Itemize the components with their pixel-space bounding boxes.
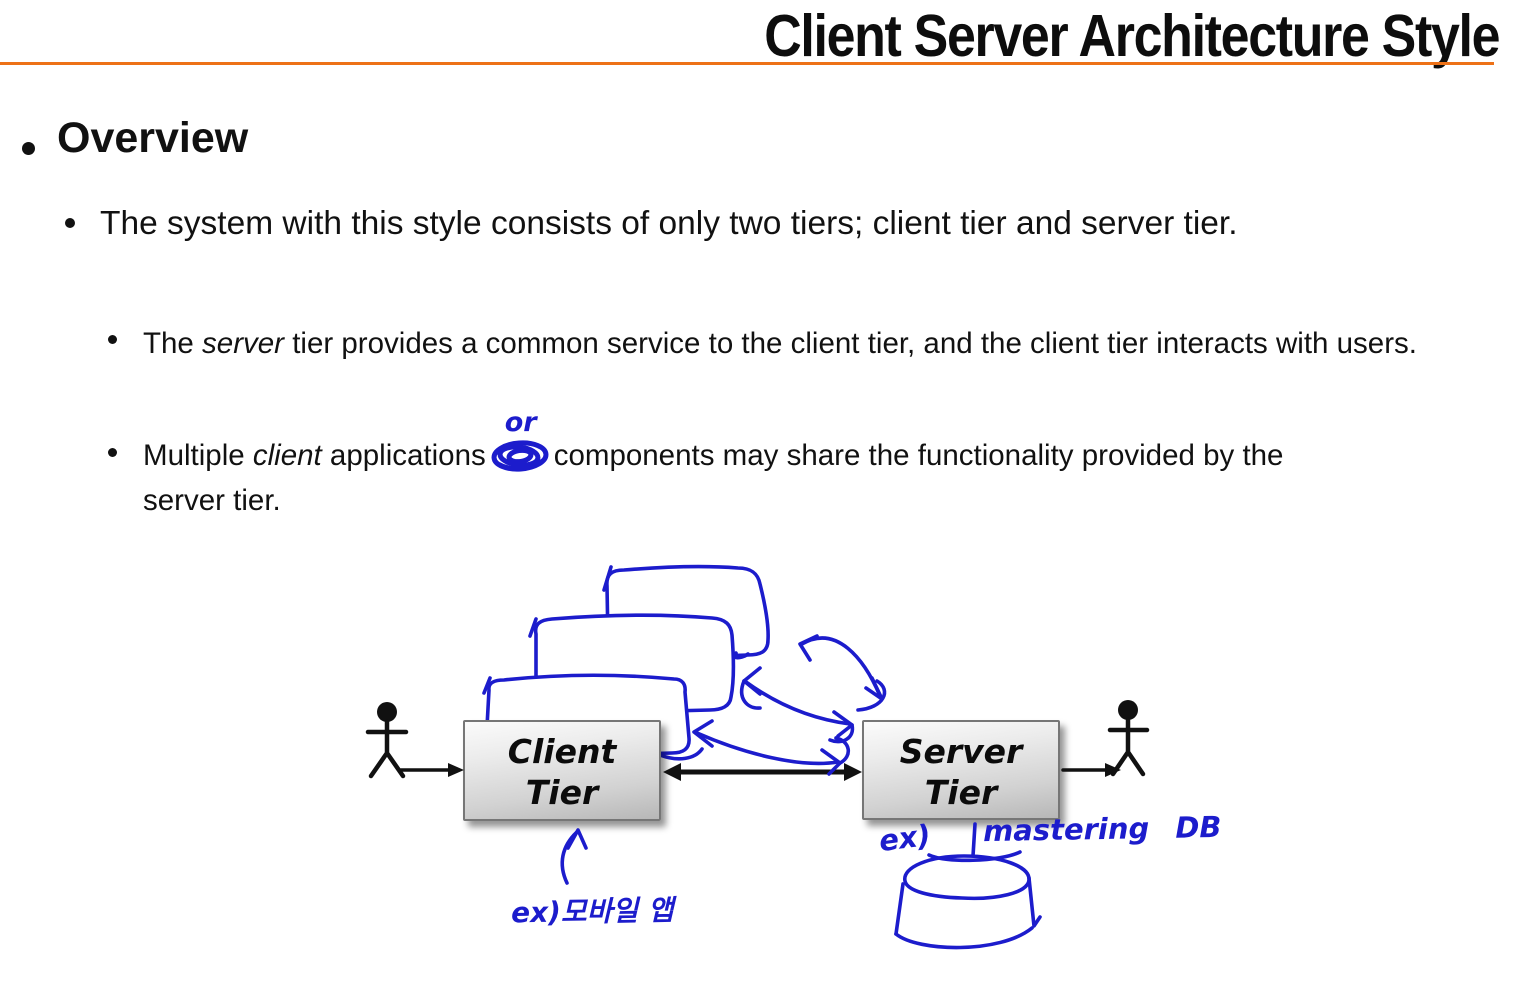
client-tier-label-line1: Client xyxy=(507,732,617,771)
client-tier-box: Client Tier xyxy=(463,720,661,821)
server-tier-label-line2: Tier xyxy=(924,773,998,812)
title-underline xyxy=(0,62,1494,65)
bullet-dot xyxy=(22,142,35,155)
point3-italic-word: client xyxy=(252,439,322,472)
overview-heading: Overview xyxy=(57,114,249,162)
page-title: Client Server Architecture Style xyxy=(764,3,1500,69)
client-server-diagram: Client Tier Server Tier xyxy=(0,540,1517,1000)
overview-point-1: The system with this style consists of o… xyxy=(100,199,1445,248)
bullet-dot xyxy=(108,335,117,344)
ink-scribble-annotation: or xyxy=(491,407,549,474)
bullet-dot xyxy=(108,448,117,457)
scribble-icon xyxy=(491,440,549,472)
point1-text: The system with this style consists of o… xyxy=(100,205,1238,242)
or-handwritten-note: or xyxy=(504,407,537,438)
server-example-prefix: ex) xyxy=(877,817,933,859)
bullet-dot xyxy=(65,218,75,228)
sketch-layer-back xyxy=(482,564,770,761)
point3-text-2: applications xyxy=(321,439,486,472)
point2-italic-word: server xyxy=(202,327,284,360)
point3-text-1: Multiple xyxy=(143,439,253,472)
point3-text-3: components may share the functionality p… xyxy=(143,439,1284,517)
server-tier-box: Server Tier xyxy=(862,720,1060,820)
overview-point-2: The server tier provides a common servic… xyxy=(143,321,1435,366)
client-tier-label-line2: Tier xyxy=(525,773,599,812)
point2-text-1: The xyxy=(143,327,203,360)
server-tier-label-line1: Server xyxy=(899,732,1023,771)
point2-text-2: tier provides a common service to the cl… xyxy=(284,327,1417,360)
client-example-note: ex)모바일 앱 xyxy=(510,893,674,930)
server-example-note: mastering DB xyxy=(982,809,1222,849)
